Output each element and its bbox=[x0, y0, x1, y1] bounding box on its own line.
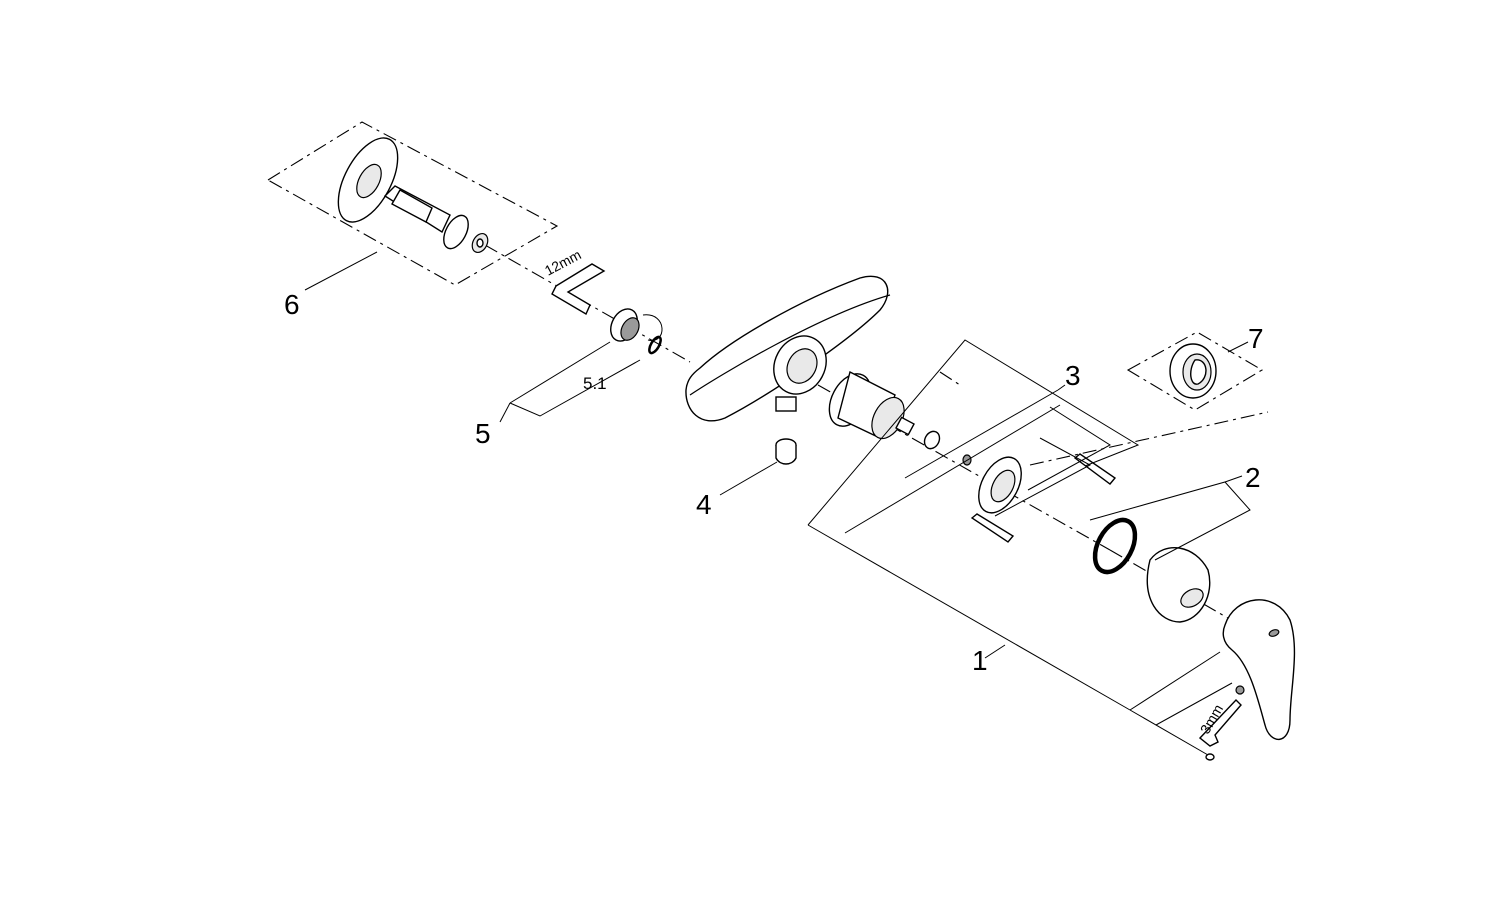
hex-key-3mm: 3mm bbox=[1197, 685, 1245, 761]
cartridge-3 bbox=[828, 370, 972, 466]
callout-7: 7 bbox=[1248, 323, 1264, 354]
group-6-parts bbox=[266, 121, 559, 291]
callout-1: 1 bbox=[972, 645, 988, 676]
callout-numbers: 6 5 5.1 4 3 2 1 7 bbox=[284, 289, 1264, 676]
callout-2: 2 bbox=[1245, 462, 1261, 493]
callout-3: 3 bbox=[1065, 360, 1081, 391]
flange-plate bbox=[970, 453, 1117, 543]
group-7-parts bbox=[1126, 331, 1264, 411]
callout-5: 5 bbox=[475, 418, 491, 449]
mixer-body bbox=[685, 275, 891, 465]
assembly-2-bracket bbox=[1089, 475, 1251, 561]
assembly-1-bracket bbox=[807, 339, 1233, 756]
hex-key-12mm: 12mm bbox=[542, 246, 606, 316]
callout-4: 4 bbox=[696, 489, 712, 520]
group-5-parts bbox=[499, 308, 663, 423]
callout-5-1: 5.1 bbox=[583, 374, 607, 393]
callout-4-leader bbox=[719, 461, 778, 496]
assembly-3-bracket bbox=[904, 384, 1111, 517]
lever-handle bbox=[1222, 599, 1296, 741]
callout-6: 6 bbox=[284, 289, 300, 320]
o-ring bbox=[1092, 517, 1138, 575]
